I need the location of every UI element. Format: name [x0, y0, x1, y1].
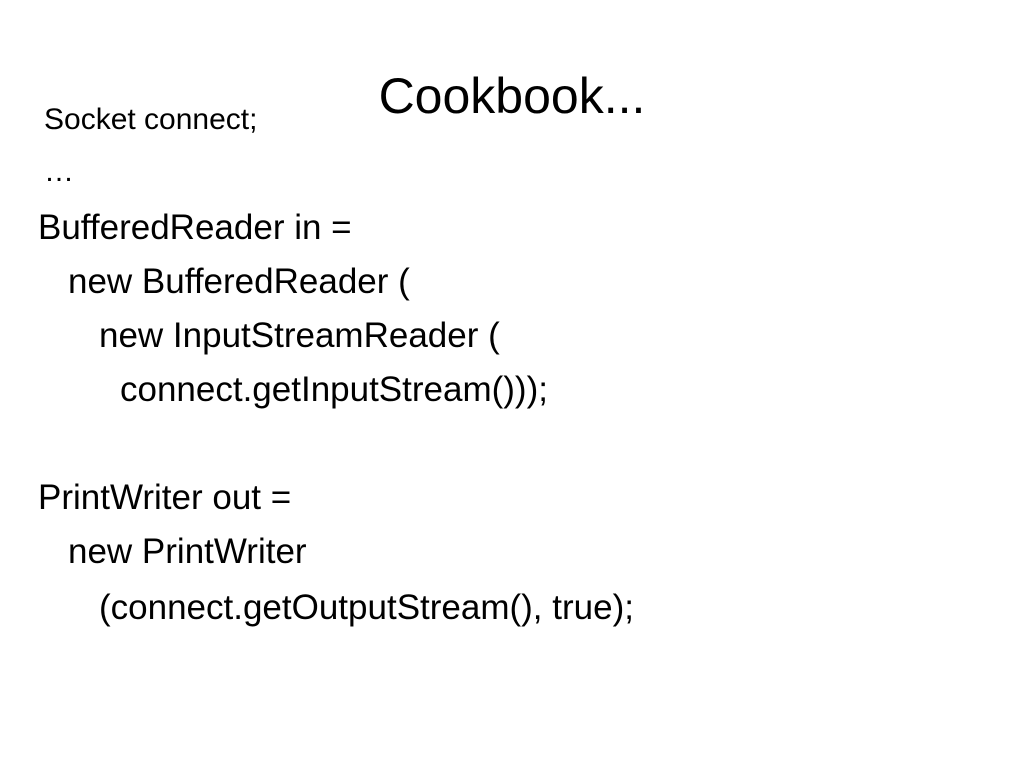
- code-line: connect.getInputStream()));: [120, 370, 548, 409]
- code-line: new PrintWriter: [68, 532, 307, 571]
- socket-declaration-note: Socket connect;: [44, 103, 258, 136]
- code-line: BufferedReader in =: [38, 208, 352, 247]
- code-line: new InputStreamReader (: [99, 316, 500, 355]
- slide-title: Cookbook...: [378, 68, 646, 124]
- ellipsis-note: …: [44, 155, 74, 188]
- code-line: (connect.getOutputStream(), true);: [99, 588, 634, 627]
- code-line: new BufferedReader (: [68, 262, 410, 301]
- code-line: PrintWriter out =: [38, 478, 292, 517]
